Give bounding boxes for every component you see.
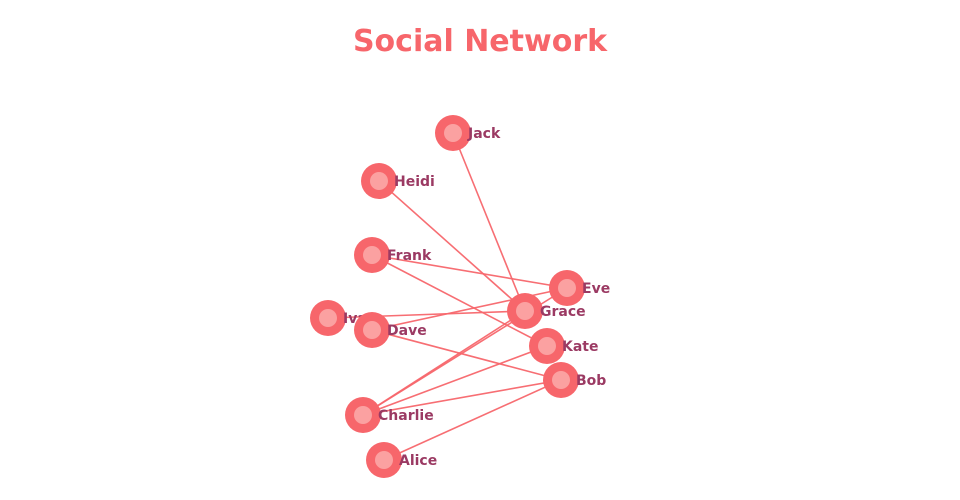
node-alice[interactable]: Alice [366,442,437,478]
edge-dave-bob [371,329,562,381]
edge-frank-eve [371,254,568,289]
edge-frank-kate [371,254,548,347]
nodes-layer: JackHeidiFrankEveGraceIvanDaveKateBobCha… [310,115,610,478]
node-label: Grace [540,304,586,320]
edge-jack-grace [452,132,526,312]
edge-heidi-grace [378,180,526,312]
edge-dave-eve [371,287,568,331]
edge-alice-bob [383,379,562,461]
node-label: Eve [582,281,610,297]
node-label: Bob [576,373,606,389]
node-bob[interactable]: Bob [543,362,606,398]
edge-charlie-grace [362,310,526,416]
node-inner-circle [363,321,381,339]
node-eve[interactable]: Eve [549,270,610,306]
node-inner-circle [558,279,576,297]
edge-charlie-kate [362,345,548,416]
page-title: Social Network [352,24,608,59]
node-inner-circle [375,451,393,469]
node-inner-circle [354,406,372,424]
node-label: Heidi [394,174,435,190]
node-inner-circle [516,302,534,320]
node-inner-circle [363,246,381,264]
node-dave[interactable]: Dave [354,312,427,348]
node-inner-circle [552,371,570,389]
node-label: Alice [399,453,437,469]
edges-layer [327,132,568,461]
node-inner-circle [538,337,556,355]
node-heidi[interactable]: Heidi [361,163,435,199]
node-jack[interactable]: Jack [435,115,501,151]
node-label: Frank [387,248,432,264]
node-frank[interactable]: Frank [354,237,432,273]
node-label: Jack [467,126,501,142]
node-label: Kate [562,339,598,355]
node-label: Dave [387,323,427,339]
node-inner-circle [370,172,388,190]
node-inner-circle [319,309,337,327]
node-inner-circle [444,124,462,142]
edge-charlie-bob [362,379,562,416]
node-grace[interactable]: Grace [507,293,586,329]
node-kate[interactable]: Kate [529,328,598,364]
node-charlie[interactable]: Charlie [345,397,434,433]
node-label: Charlie [378,408,434,424]
